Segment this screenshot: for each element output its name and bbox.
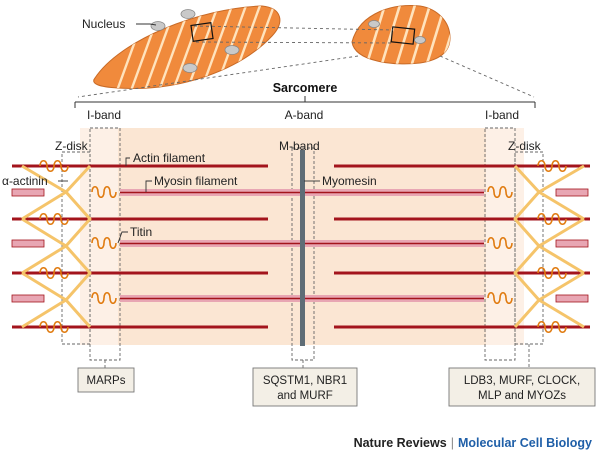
sqstm1-box: SQSTM1, NBR1 and MURF [252,367,358,407]
ldb3-box: LDB3, MURF, CLOCK, MLP and MYOZs [448,367,596,407]
marps-text: MARPs [87,375,126,387]
zoom-box [390,26,416,45]
z-disk-right [513,164,585,329]
i-band-right-label: I-band [485,108,519,122]
z-disk-right-label: Z-disk [508,139,542,153]
publisher-name: Nature Reviews [353,436,447,450]
ldb3-text-line2: MLP and MYOZs [478,390,566,402]
m-line [300,150,305,346]
nucleus-icon [180,9,196,19]
a-band-label: A-band [285,108,324,122]
journal-name: Molecular Cell Biology [457,436,592,450]
nucleus-label: Nucleus [82,17,125,31]
nucleus-icon [224,45,240,55]
sqstm1-text-line1: SQSTM1, NBR1 [263,375,347,387]
sarcomere-label: Sarcomere [273,81,338,95]
nucleus-icon [368,20,380,28]
i-band-left-region [80,128,118,345]
ldb3-text-line1: LDB3, MURF, CLOCK, [464,375,580,387]
sarcomere-bracket [74,96,536,108]
nucleus-icon [182,63,198,73]
nucleus-icon [414,36,426,44]
nucleus-icon [150,21,166,31]
marps-box: MARPs [77,367,135,393]
myomesin-label: Myomesin [322,174,377,188]
journal-credit: Nature Reviews|Molecular Cell Biology [354,436,592,450]
i-band-right-region [486,128,524,345]
titin-springs [39,159,567,334]
z-disk-left-label: Z-disk [55,139,89,153]
credit-separator: | [450,436,454,450]
zoom-box [190,22,214,42]
zoom-lines [77,25,535,98]
titin-label: Titin [130,225,152,239]
i-band-left-label: I-band [87,108,121,122]
myosin-filament-label: Myosin filament [154,174,238,188]
m-band-label: M-band [279,139,320,153]
leader-lines [58,23,320,244]
actin-filament-label: Actin filament [133,151,206,165]
sqstm1-text-line2: and MURF [277,390,333,402]
z-disk-left [21,164,92,329]
alpha-actinin-label: α-actinin [2,174,48,188]
muscle-cell-small [351,4,451,65]
